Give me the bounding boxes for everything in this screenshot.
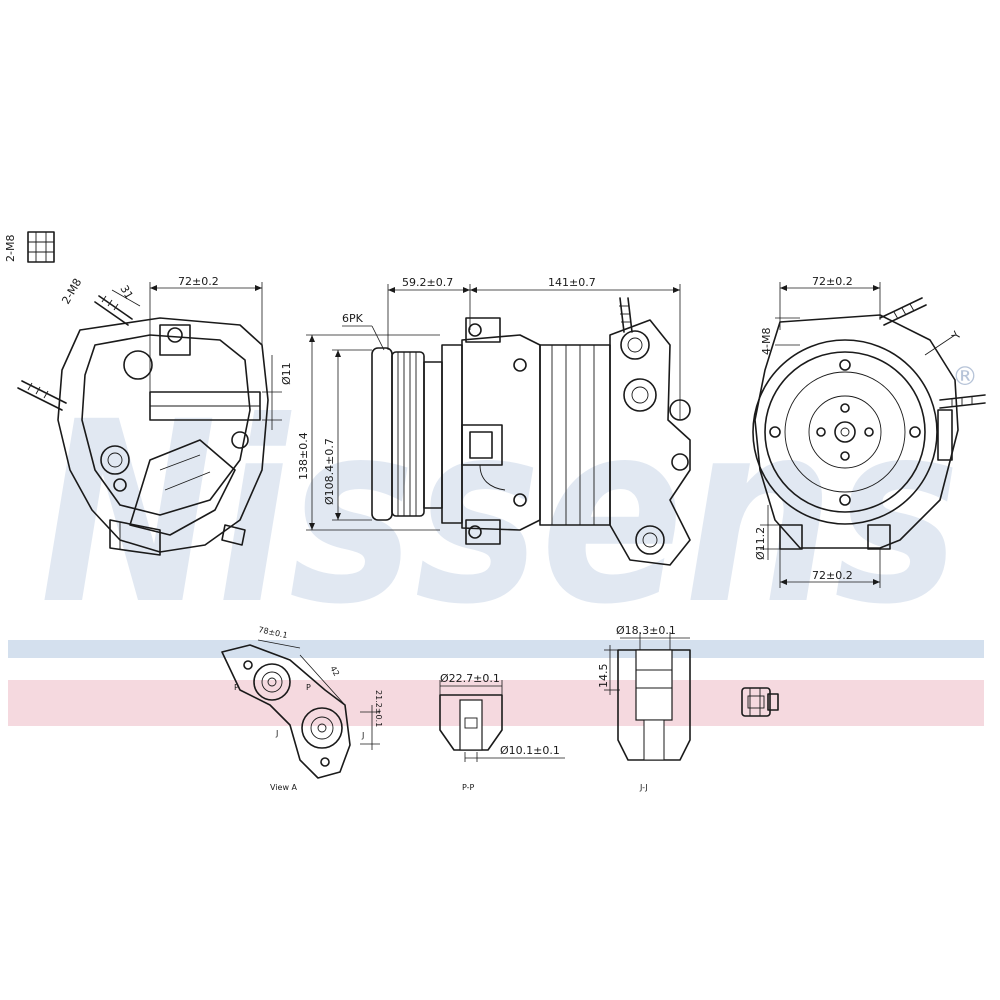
- stud-upper-right: [879, 297, 927, 326]
- view-a-dim-21: 21.2±0.1: [374, 690, 383, 727]
- dim-width-top-label: 72±0.2: [812, 275, 853, 288]
- watermark-stripe-pink: [8, 680, 984, 726]
- bolt-callout-top-label: 2-M8: [4, 235, 17, 262]
- section-j-caption: J-J: [639, 783, 648, 792]
- watermark-registered-mark: ®: [952, 362, 978, 392]
- view-a-label-j2: J: [361, 731, 364, 740]
- dim-width-72-label: 72±0.2: [178, 275, 219, 288]
- side-view-right: 72±0.2 4-M8 Y: [752, 275, 986, 588]
- view-a-label-j: J: [275, 729, 278, 738]
- section-p-dim-bottom: Ø10.1±0.1: [500, 744, 560, 757]
- bolt-callout-label: 2-M8: [59, 276, 84, 306]
- connector-icon: [741, 687, 779, 717]
- bolt-callout-top: [27, 231, 55, 263]
- section-j-j: Ø18.3±0.1 14.5 J-J: [597, 624, 691, 792]
- view-a-label-p2: P: [306, 683, 311, 692]
- dim-hole-label: Ø11.2: [754, 527, 767, 560]
- view-a: 78±0.1 42 21.2±0.1 P P J J View A: [221, 625, 383, 792]
- dim-31-label: 31: [117, 283, 135, 302]
- stud-lower-right: [939, 394, 986, 409]
- front-view: 59.2±0.7 141±0.7 6PK 138±0.4 Ø108.4±0.7: [297, 276, 691, 566]
- section-p-dim-top: Ø22.7±0.1: [440, 672, 500, 685]
- stud-lower-left: [17, 380, 67, 411]
- watermark-stripe-blue: [8, 640, 984, 658]
- watermark-brand: Nissens: [40, 368, 960, 659]
- dim-height-138-label: 138±0.4: [297, 432, 310, 480]
- section-p-caption: P-P: [462, 783, 475, 792]
- stud-upper-left: [94, 295, 133, 326]
- view-a-label-p: P: [234, 683, 239, 692]
- dim-width-bottom-label: 72±0.2: [812, 569, 853, 582]
- dim-pulley-offset-label: 59.2±0.7: [402, 276, 453, 289]
- dim-4-m8-label: 4-M8: [760, 328, 773, 355]
- belt-label: 6PK: [342, 312, 364, 325]
- dim-pulley-dia-label: Ø108.4±0.7: [323, 438, 336, 505]
- view-a-caption: View A: [270, 783, 298, 792]
- dim-hole-11-label: Ø11: [280, 362, 293, 385]
- section-p-p: Ø22.7±0.1 Ø10.1±0.1 P-P: [439, 672, 565, 792]
- section-j-dim-145: 14.5: [597, 664, 610, 689]
- section-j-dim-top: Ø18.3±0.1: [616, 624, 676, 637]
- view-a-dim-42: 42: [328, 665, 341, 678]
- mark-y-label: Y: [949, 329, 964, 342]
- dim-length-141-label: 141±0.7: [548, 276, 596, 289]
- watermark: Nissens ®: [40, 362, 978, 659]
